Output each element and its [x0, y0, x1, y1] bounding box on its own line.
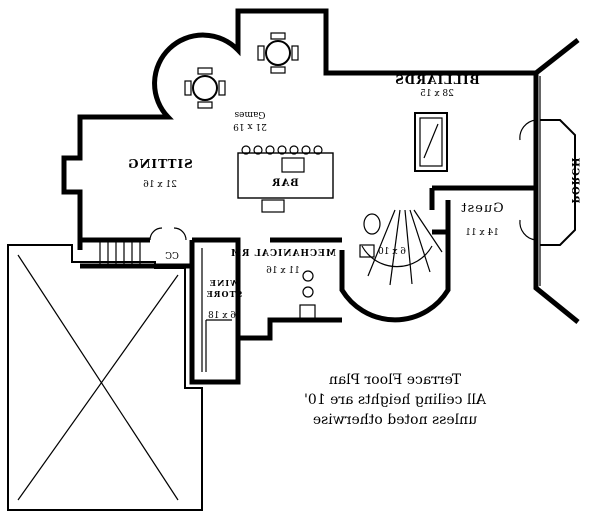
billiard-cue	[423, 123, 439, 159]
bar-counter	[237, 145, 334, 213]
billiard-table	[414, 112, 448, 172]
stair-tread	[413, 209, 443, 253]
stair-inner-arc	[361, 245, 433, 268]
mechanical-label: MECHANICAL RM	[230, 249, 336, 259]
furnace	[299, 304, 316, 321]
mechanical-equipment	[299, 270, 316, 321]
chair	[270, 32, 286, 40]
porch-bay	[519, 119, 576, 246]
chair	[291, 45, 299, 61]
guest-bath	[359, 213, 381, 258]
roof-hip-line	[17, 274, 179, 501]
games-table-2	[257, 32, 299, 74]
main-exterior-wall	[61, 8, 580, 250]
caption-line3: unless noted otherwise	[313, 412, 477, 428]
toilet	[363, 213, 381, 235]
guest-dim: 14 x 11	[465, 228, 499, 238]
billiard-table-felt	[419, 117, 443, 167]
plan-caption: Terrace Floor Plan All ceiling heights a…	[304, 372, 487, 428]
bar-stool	[301, 145, 311, 155]
billiard-table-rim	[414, 112, 448, 172]
room-labels: BILLIARDS 28 x 15 Games 21 x 19 SITTING …	[127, 73, 580, 321]
wine-dim: 6 x 18	[208, 311, 236, 321]
chair	[257, 45, 265, 61]
chair	[197, 67, 213, 75]
mechanical-dim: 11 x 16	[266, 266, 300, 276]
stair-tread	[404, 209, 413, 285]
table-round	[192, 75, 218, 101]
interior-east-partition	[429, 185, 536, 235]
bar-counter-body	[237, 152, 334, 199]
porch-label: PORCH	[569, 157, 580, 204]
billiards-label: BILLIARDS	[394, 73, 480, 87]
bar-stool	[253, 145, 263, 155]
chair	[197, 101, 213, 109]
bar-stool	[265, 145, 275, 155]
water-heater	[302, 270, 314, 282]
chair	[218, 80, 226, 96]
cc-label: CC	[165, 252, 179, 262]
bar-label: BAR	[271, 178, 299, 189]
porch-door-swing	[519, 219, 537, 241]
wine-store-shelving	[201, 248, 232, 372]
sink	[359, 244, 375, 258]
sitting-label: SITTING	[127, 157, 193, 171]
bar-appliance	[261, 199, 285, 213]
bar-sink	[281, 157, 305, 173]
stair-tread	[409, 209, 431, 273]
spiral-stair	[361, 209, 443, 286]
games-label: Games	[234, 109, 265, 119]
stair-curve-wall	[339, 200, 451, 323]
guest-label: Guest	[460, 201, 503, 216]
stair-tread	[367, 209, 396, 277]
west-stair-box	[99, 239, 141, 267]
terrace-roof	[7, 244, 203, 511]
billiards-dim: 28 x 15	[420, 89, 454, 99]
games-table-1	[184, 67, 226, 109]
sitting-dim: 21 x 16	[143, 180, 177, 190]
wine-label-line1: WINE	[209, 278, 240, 288]
bar-stool	[277, 145, 287, 155]
bar-stool	[241, 145, 251, 155]
roof-outline	[7, 244, 203, 511]
chair	[270, 66, 286, 74]
roof-hip-line	[17, 254, 179, 501]
games-dim: 21 x 19	[233, 121, 267, 131]
table-round	[265, 40, 291, 66]
porch-door-swing	[519, 119, 537, 141]
bar-stool	[313, 145, 323, 155]
bath-dim: 6 x 10	[378, 247, 406, 257]
east-exterior-wall	[533, 73, 580, 324]
closet-door-swing	[149, 227, 187, 241]
water-heater	[302, 286, 314, 298]
stair-tread	[389, 209, 401, 286]
bar-stool	[289, 145, 299, 155]
wine-label-line2: STORE	[206, 289, 242, 299]
caption-title: Terrace Floor Plan	[329, 372, 461, 388]
exterior-walls	[61, 8, 580, 385]
chair	[184, 80, 192, 96]
porch-bay-outline	[540, 119, 576, 246]
caption-line2: All ceiling heights are 10'	[304, 392, 487, 408]
